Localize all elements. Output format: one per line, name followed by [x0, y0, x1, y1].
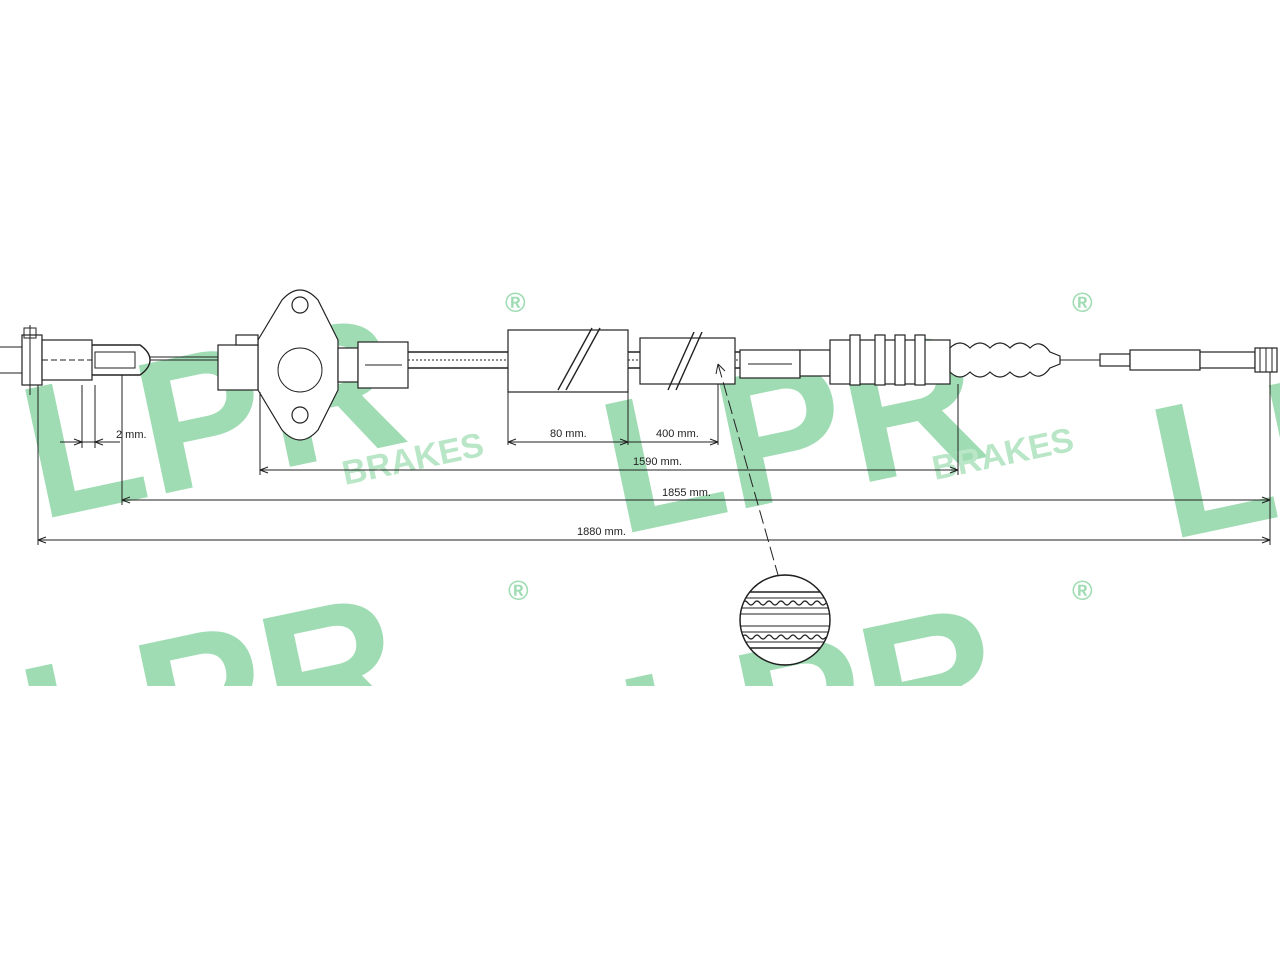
dim-1880mm: 1880 mm. [37, 526, 1271, 544]
dim-1855mm: 1855 mm. [121, 487, 1271, 504]
dim-400mm: 400 mm. [628, 428, 719, 446]
mounting-flange [217, 289, 409, 441]
watermark-logo: LPR [4, 554, 420, 840]
cable-assembly [0, 289, 1278, 441]
dim-label-80mm: 80 mm. [550, 428, 587, 440]
dimension-lines: 2 mm. 80 mm. 400 mm. 1590 mm. 1855 [37, 372, 1271, 545]
watermark-logo: LPR [4, 274, 420, 560]
svg-text:LPR: LPR [584, 289, 1000, 575]
svg-text:LPR: LPR [4, 274, 420, 560]
dim-label-400mm: 400 mm. [656, 428, 699, 440]
dim-label-1590mm: 1590 mm. [633, 456, 682, 468]
dim-2mm: 2 mm. [60, 429, 147, 446]
dim-1590mm: 1590 mm. [259, 456, 959, 474]
watermark-logo: LPR [1134, 294, 1280, 580]
dim-label-1880mm: 1880 mm. [577, 526, 626, 538]
watermark-registered: ® [505, 287, 526, 318]
watermark-registered: ® [1072, 575, 1093, 606]
right-end-fitting [1060, 347, 1278, 373]
dim-label-2mm: 2 mm. [116, 429, 147, 441]
watermark-logo: LPR [584, 289, 1000, 575]
dim-80mm: 80 mm. [507, 428, 629, 446]
left-clevis [0, 325, 151, 395]
rubber-boot [949, 342, 1061, 378]
svg-text:LPR: LPR [4, 554, 420, 840]
watermark-registered: ® [1072, 287, 1093, 318]
cross-section-detail [715, 363, 831, 666]
outer-sheath [408, 327, 830, 393]
svg-text:LPR: LPR [1134, 294, 1280, 580]
adjuster [799, 334, 951, 386]
dim-label-1855mm: 1855 mm. [662, 487, 711, 499]
watermark-registered: ® [508, 575, 529, 606]
